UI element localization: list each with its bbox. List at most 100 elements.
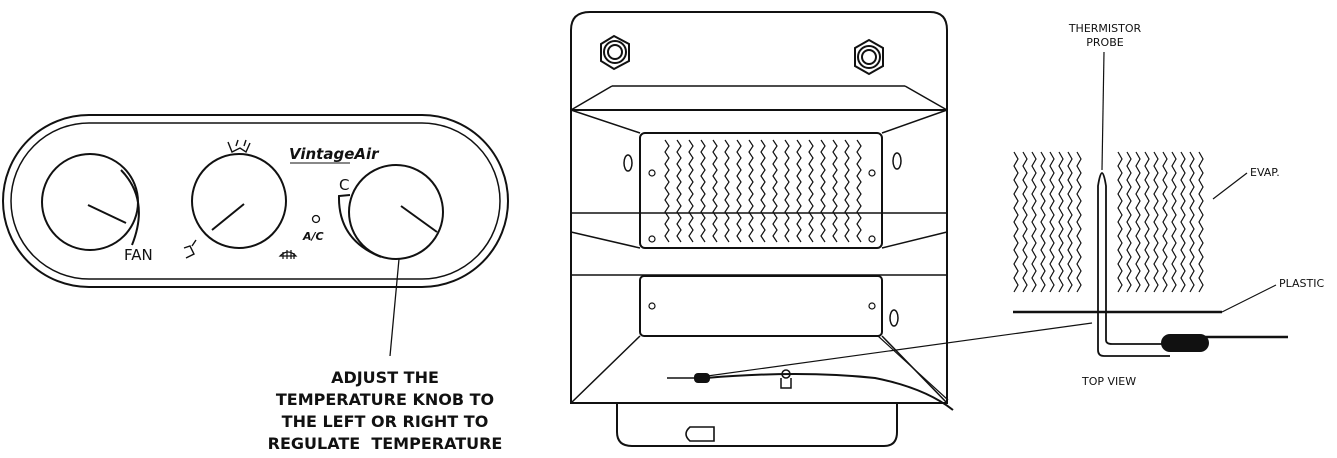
- temperature-knob-pointer: [400, 205, 438, 233]
- thermistor-leader: [1101, 51, 1105, 171]
- grille-fin-1: [676, 139, 682, 243]
- band-line-left: [570, 231, 641, 249]
- brand-logo: VintageAir: [289, 145, 380, 163]
- fan-knob-skirt: [120, 169, 140, 246]
- mode-knob-body: [191, 153, 287, 249]
- grille-fin-9: [772, 139, 778, 243]
- panel-inner-bezel: [10, 122, 501, 280]
- grille-fin-10: [784, 139, 790, 243]
- evap-fin-2: [1031, 151, 1037, 293]
- ac-label: A/C: [302, 230, 324, 243]
- thermistor-label-line2: PROBE: [1086, 36, 1123, 49]
- floor-icon: [183, 239, 197, 259]
- grille-fin-8: [760, 139, 766, 243]
- evap-fin-right-8: [1189, 151, 1195, 293]
- thermistor-label-line1: THERMISTOR: [1068, 22, 1142, 35]
- grille-fin-3: [700, 139, 706, 243]
- evap-fin-4: [1049, 151, 1055, 293]
- temperature-knob[interactable]: [337, 164, 444, 260]
- instruction-text: ADJUST THE TEMPERATURE KNOB TO THE LEFT …: [268, 368, 503, 453]
- probe-leader-line: [699, 322, 1093, 378]
- mode-knob[interactable]: [191, 153, 287, 249]
- bevel-line-inner-left: [570, 109, 641, 134]
- evap-fin-7: [1076, 151, 1082, 293]
- evap-fin-right-3: [1144, 151, 1150, 293]
- thermistor-probe: [1097, 172, 1170, 357]
- instruction-line-2: TEMPERATURE KNOB TO: [276, 390, 494, 409]
- instruction-line-4: REGULATE TEMPERATURE: [268, 434, 503, 453]
- fan-label: FAN: [124, 246, 153, 264]
- grille-fin-0: [664, 139, 670, 243]
- evap-fin-1: [1022, 151, 1028, 293]
- temperature-knob-body: [348, 164, 444, 260]
- fan-knob-pointer: [87, 204, 127, 224]
- housing-body: [570, 109, 948, 404]
- fan-knob[interactable]: [41, 153, 140, 251]
- panel-outer-bezel: [2, 114, 509, 288]
- grille-fin-16: [856, 139, 862, 243]
- evap-fin-right-9: [1198, 151, 1204, 293]
- evap-leader: [1212, 172, 1248, 200]
- thermistor-probe-tip: [694, 373, 710, 383]
- evap-fin-right-5: [1162, 151, 1168, 293]
- drain-grommet-lower: [889, 309, 899, 327]
- housing-top-panel: [570, 11, 948, 110]
- band-line-right: [881, 231, 948, 249]
- evap-fin-6: [1067, 151, 1073, 293]
- evap-fin-right-4: [1153, 151, 1159, 293]
- bevel-line-top-left: [570, 85, 613, 111]
- evaporator-unit: [570, 11, 954, 447]
- grille-fin-13: [820, 139, 826, 243]
- evap-fin-0: [1013, 151, 1019, 293]
- grille-screw-top-right: [868, 169, 876, 177]
- grille-fin-4: [712, 139, 718, 243]
- plastic-label: PLASTIC: [1279, 277, 1324, 290]
- grille-screw-bottom-right: [868, 235, 876, 243]
- ac-indicator-light: [311, 214, 321, 224]
- control-panel: FAN VintageAir A/C C: [2, 114, 509, 288]
- grille-fin-11: [796, 139, 802, 243]
- panel-screw-left: [648, 302, 656, 310]
- grille-screw-top-left: [648, 169, 656, 177]
- grille-screw-bottom-left: [648, 235, 656, 243]
- wire-clip: [780, 369, 792, 389]
- grille-fin-15: [844, 139, 850, 243]
- inlet-fitting-left: [600, 34, 630, 71]
- mode-knob-pointer: [211, 203, 245, 231]
- plastic-leader: [1221, 284, 1277, 313]
- evaporator-grille: [639, 132, 883, 249]
- drain-tube: [685, 426, 715, 442]
- base-bevel-left: [570, 335, 641, 404]
- outlet-fitting-right: [854, 38, 884, 76]
- temperature-knob-skirt: [337, 194, 382, 258]
- top-view-label: TOP VIEW: [1081, 375, 1136, 388]
- evap-fin-3: [1040, 151, 1046, 293]
- housing-base-skirt: [616, 403, 898, 447]
- evap-fin-5: [1058, 151, 1064, 293]
- grille-fin-12: [808, 139, 814, 243]
- instruction-leader-line: [389, 258, 400, 357]
- grille-fin-14: [832, 139, 838, 243]
- grille-fin-6: [736, 139, 742, 243]
- bevel-line-top-right: [904, 85, 948, 111]
- drain-grommet-left: [623, 154, 633, 172]
- panel-leader-line: [877, 335, 949, 401]
- evap-fin-right-0: [1117, 151, 1123, 293]
- instruction-line-3: THE LEFT OR RIGHT TO: [282, 412, 489, 431]
- thermistor-wire: [705, 373, 954, 411]
- defrost-icon: [278, 250, 298, 259]
- evap-fin-right-1: [1126, 151, 1132, 293]
- panel-screw-right: [868, 302, 876, 310]
- grille-fin-5: [724, 139, 730, 243]
- bevel-line-inner-right: [881, 109, 948, 134]
- grille-fins: [664, 139, 862, 243]
- lower-access-panel: [639, 275, 883, 337]
- probe-top-view: THERMISTOR PROBE EVAP. PLASTIC TOP VIEW: [1013, 22, 1324, 388]
- cold-label: C: [339, 176, 349, 194]
- drain-grommet-right: [892, 152, 902, 170]
- grille-fin-2: [688, 139, 694, 243]
- evap-label: EVAP.: [1250, 166, 1280, 179]
- evaporator-fins: [1013, 151, 1204, 293]
- evap-fin-right-6: [1171, 151, 1177, 293]
